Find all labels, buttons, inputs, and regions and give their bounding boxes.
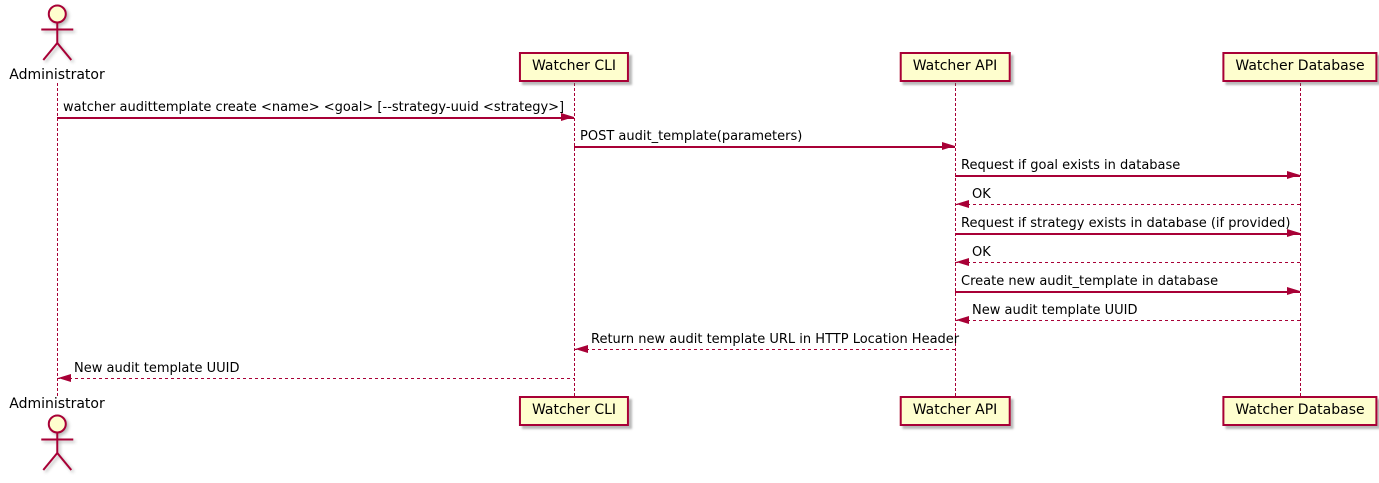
message-line — [955, 291, 1300, 293]
actor-label: Administrator — [9, 67, 105, 83]
actor-figure-icon — [41, 414, 73, 471]
message-label: Request if goal exists in database — [961, 158, 1181, 173]
actor-label: Administrator — [9, 396, 105, 412]
participant-top-api: Watcher API — [899, 52, 1011, 82]
participant-label: Watcher Database — [1235, 58, 1365, 74]
message-line — [955, 320, 1300, 322]
arrowhead-icon — [942, 142, 955, 150]
message-line — [955, 204, 1300, 206]
participant-bottom-admin: Administrator — [9, 396, 105, 477]
arrowhead-icon — [1287, 229, 1300, 237]
arrowhead-icon — [956, 200, 969, 208]
arrowhead-icon — [956, 258, 969, 266]
participant-bottom-db: Watcher Database — [1222, 396, 1378, 426]
message-label: OK — [972, 245, 991, 260]
participant-bottom-api: Watcher API — [899, 396, 1011, 426]
participant-bottom-cli: Watcher CLI — [518, 396, 630, 426]
lifeline-cli — [574, 83, 575, 396]
arrowhead-icon — [1287, 171, 1300, 179]
message-line — [57, 378, 574, 380]
message-label: New audit template UUID — [74, 361, 240, 376]
message-label: Return new audit template URL in HTTP Lo… — [591, 332, 960, 347]
message-line — [955, 175, 1300, 177]
participant-label: Watcher Database — [1235, 402, 1365, 418]
actor-figure-icon — [41, 4, 73, 61]
arrowhead-icon — [58, 374, 71, 382]
message-label: OK — [972, 187, 991, 202]
message-line — [574, 146, 955, 148]
arrowhead-icon — [1287, 287, 1300, 295]
message-line — [955, 233, 1300, 235]
participant-label: Watcher API — [912, 402, 998, 418]
participant-label: Watcher CLI — [531, 58, 617, 74]
participant-top-db: Watcher Database — [1222, 52, 1378, 82]
arrowhead-icon — [561, 113, 574, 121]
lifeline-api — [955, 83, 956, 396]
actor-figure — [27, 413, 87, 477]
arrowhead-icon — [956, 316, 969, 324]
participant-top-admin: Administrator — [9, 3, 105, 84]
message-line — [574, 349, 955, 351]
arrowhead-icon — [575, 345, 588, 353]
actor-figure — [27, 3, 87, 67]
lifeline-admin — [57, 83, 58, 396]
participant-label: Watcher CLI — [531, 402, 617, 418]
message-line — [955, 262, 1300, 264]
participant-label: Watcher API — [912, 58, 998, 74]
message-label: New audit template UUID — [972, 303, 1138, 318]
message-label: Create new audit_template in database — [961, 274, 1219, 289]
participant-top-cli: Watcher CLI — [518, 52, 630, 82]
message-label: watcher audittemplate create <name> <goa… — [63, 100, 565, 115]
lifeline-db — [1300, 83, 1301, 396]
message-line — [57, 117, 574, 119]
message-label: Request if strategy exists in database (… — [961, 216, 1291, 231]
message-label: POST audit_template(parameters) — [580, 129, 803, 144]
